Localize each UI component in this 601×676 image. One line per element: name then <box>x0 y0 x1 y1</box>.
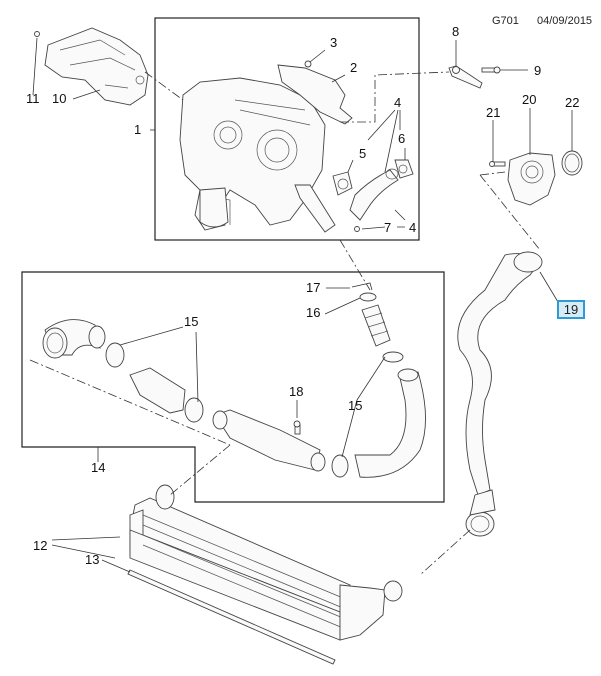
charge-air-cooler-part-12[interactable] <box>129 484 403 641</box>
clamp-part-15-a[interactable] <box>105 342 125 368</box>
gasket-part-6[interactable] <box>394 159 414 179</box>
outlet-hose[interactable] <box>354 368 426 478</box>
callout-21: 21 <box>486 105 500 120</box>
bolt-part-21[interactable] <box>489 161 506 167</box>
callout-18: 18 <box>289 384 303 399</box>
clamp-near-connector[interactable] <box>382 351 404 363</box>
callout-4-top: 4 <box>394 95 401 110</box>
callout-2: 2 <box>350 60 357 75</box>
leader-lines <box>32 37 573 573</box>
seal-part-22[interactable] <box>561 150 583 176</box>
heat-shield-part-2[interactable] <box>277 64 353 125</box>
nut-part-3[interactable] <box>304 60 312 68</box>
throttle-body-part-20[interactable] <box>507 152 556 206</box>
callout-22: 22 <box>565 95 579 110</box>
connector[interactable] <box>361 304 391 347</box>
callout-6: 6 <box>398 131 405 146</box>
callout-labels: 1 2 3 4 4 5 6 7 8 9 10 11 12 13 14 15 15… <box>26 24 579 567</box>
callout-5: 5 <box>359 146 366 161</box>
callout-16: 16 <box>306 305 320 320</box>
callout-11: 11 <box>26 91 40 106</box>
alignment-lines <box>29 71 541 576</box>
callout-12: 12 <box>33 538 47 553</box>
engine-cover-part-10[interactable] <box>44 27 149 106</box>
callout-4-bottom: 4 <box>409 220 416 235</box>
turbocharger-part-1[interactable] <box>179 77 336 233</box>
bracket-part-8[interactable] <box>448 65 483 89</box>
gasket-part-5[interactable] <box>332 171 353 196</box>
callout-15-left: 15 <box>184 314 198 329</box>
callout-14: 14 <box>91 460 105 475</box>
elbow-hose[interactable] <box>42 319 106 359</box>
callout-13: 13 <box>85 552 99 567</box>
callout-7: 7 <box>384 220 391 235</box>
clamp-part-15-b[interactable] <box>184 397 204 423</box>
callout-20: 20 <box>522 92 536 107</box>
bolt-part-11[interactable] <box>34 31 40 37</box>
callout-10: 10 <box>52 91 66 106</box>
hose-section[interactable] <box>129 367 186 414</box>
callout-17: 17 <box>306 280 320 295</box>
callout-15-right: 15 <box>348 398 362 413</box>
bolt-part-9[interactable] <box>481 66 501 74</box>
pipe-part-4[interactable] <box>349 168 399 221</box>
figure-id: G701 <box>492 15 519 27</box>
bolt-part-7[interactable] <box>354 226 360 232</box>
callout-1: 1 <box>134 122 141 137</box>
seal-part-16[interactable] <box>359 292 377 302</box>
figure-date: 04/09/2015 <box>537 15 593 27</box>
intake-group-frame <box>21 271 445 503</box>
intake-tube[interactable] <box>212 409 326 472</box>
turbo-group-frame <box>154 17 420 241</box>
charge-air-hose-part-19[interactable] <box>457 251 543 537</box>
clamp-part-15-c[interactable] <box>331 454 349 478</box>
seal-strip-part-13[interactable] <box>127 569 336 665</box>
callout-8: 8 <box>452 24 459 39</box>
callout-9: 9 <box>534 63 541 78</box>
clip-part-17[interactable] <box>351 282 373 291</box>
highlighted-callout-19[interactable]: 19 <box>557 300 585 319</box>
callout-3: 3 <box>330 35 337 50</box>
bolt-part-18[interactable] <box>293 420 301 435</box>
